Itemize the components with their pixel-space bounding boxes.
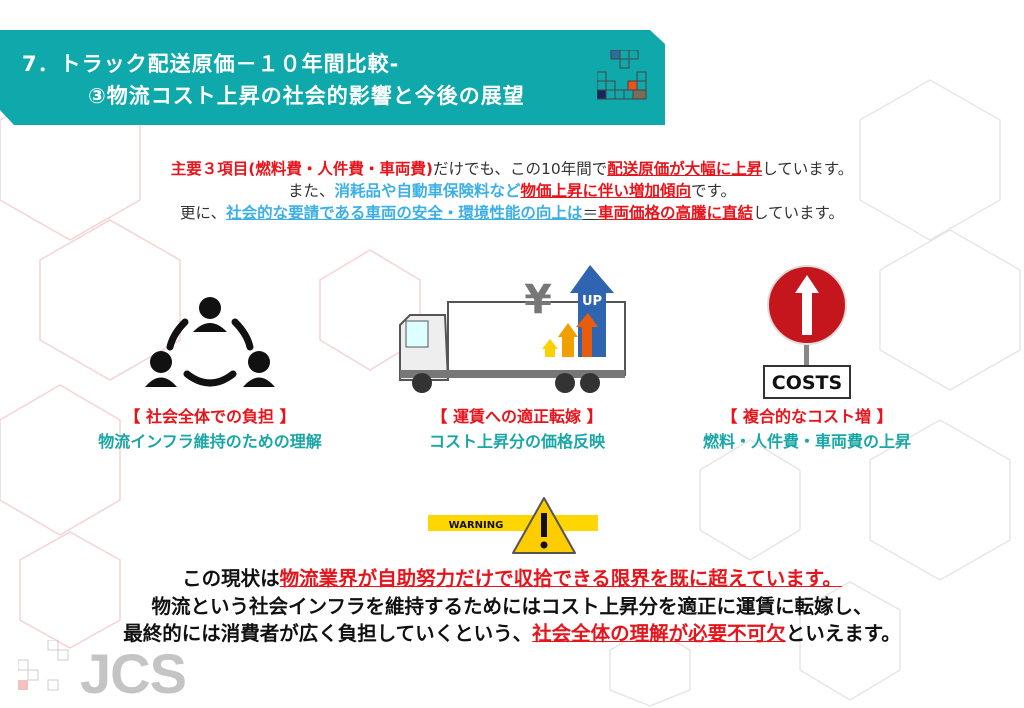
costs-label: COSTS	[772, 372, 842, 394]
text: だけでも、この10年間で	[432, 160, 608, 178]
column-subtitle: 物流インフラ維持のための理解	[98, 432, 322, 451]
column-subtitle: 燃料・人件費・車両費の上昇	[702, 432, 911, 451]
intro-line-1: 主要３項目(燃料費・人件費・車両費)だけでも、この10年間で配送原価が大幅に上昇…	[0, 158, 1024, 180]
text: 最終的には消費者が広く負担していくという、	[123, 622, 533, 645]
title-banner: 7．トラック配送原価－１０年間比較- ③物流コスト上昇の社会的影響と今後の展望	[0, 30, 665, 125]
highlight: 消耗品や自動車保険料など	[334, 182, 521, 200]
yen-icon: ¥	[524, 277, 552, 323]
column-title: 【 社会全体での負担 】	[124, 407, 296, 426]
title-line-2: ③物流コスト上昇の社会的影響と今後の展望	[88, 84, 525, 108]
title-line-1: 7．トラック配送原価－１０年間比較-	[22, 52, 400, 76]
text: といえます。	[785, 622, 901, 645]
highlight: 配送原価が大幅に上昇	[607, 160, 763, 178]
conclusion-text: この現状は物流業界が自助努力だけで収拾できる限界を既に超えています。 物流という…	[0, 565, 1024, 648]
column-subtitle: コスト上昇分の価格反映	[428, 432, 605, 451]
text: 更に、	[180, 204, 227, 222]
column-combined-cost: 【 複合的なコスト増 】燃料・人件費・車両費の上昇	[657, 404, 957, 454]
highlight: 主要３項目(燃料費・人件費・車両費)	[170, 160, 433, 178]
highlight: 物流業界が自助努力だけで収拾できる限界を既に超えています。	[279, 567, 842, 590]
jcs-logo: JCS	[80, 642, 187, 705]
mosaic-logo-icon	[597, 50, 647, 100]
text: です。	[691, 182, 736, 200]
truck-price-up-icon: ¥ UP	[399, 265, 626, 393]
warning-icon: WARNING	[428, 497, 598, 554]
costs-up-sign-icon: COSTS	[763, 265, 851, 399]
highlight: 物価上昇に伴い増加傾向	[520, 182, 692, 200]
text: しています。	[762, 160, 854, 178]
intro-text: 主要３項目(燃料費・人件費・車両費)だけでも、この10年間で配送原価が大幅に上昇…	[0, 158, 1024, 224]
text: しています。	[752, 204, 844, 222]
intro-line-3: 更に、社会的な要請である車両の安全・環境性能の向上は＝車両価格の高騰に直結してい…	[0, 202, 1024, 224]
text: この現状は	[182, 567, 280, 590]
up-label: UP	[582, 294, 602, 309]
column-fare-pass-through: 【 運賃への適正転嫁 】コスト上昇分の価格反映	[367, 404, 667, 454]
conclusion-line-1: この現状は物流業界が自助努力だけで収拾できる限界を既に超えています。	[0, 565, 1024, 593]
logo-mosaic-icon	[18, 640, 69, 691]
conclusion-line-2: 物流という社会インフラを維持するためにはコスト上昇分を適正に運賃に転嫁し、	[151, 594, 873, 618]
warning-label: WARNING	[449, 520, 504, 531]
conclusion-line-3: 最終的には消費者が広く負担していくという、社会全体の理解が必要不可欠といえます。	[0, 620, 1024, 648]
column-title: 【 複合的なコスト増 】	[721, 407, 893, 426]
column-social-burden: 【 社会全体での負担 】物流インフラ維持のための理解	[60, 404, 360, 454]
highlight: 社会全体の理解が必要不可欠	[532, 622, 786, 645]
highlight: 社会的な要請である車両の安全・環境性能の向上は	[226, 204, 583, 222]
text: ＝	[582, 204, 598, 222]
people-circle-icon	[145, 297, 275, 387]
text: また、	[288, 182, 335, 200]
column-title: 【 運賃への適正転嫁 】	[431, 407, 603, 426]
highlight: 車両価格の高騰に直結	[597, 204, 753, 222]
intro-line-2: また、消耗品や自動車保険料など物価上昇に伴い増加傾向です。	[0, 180, 1024, 202]
